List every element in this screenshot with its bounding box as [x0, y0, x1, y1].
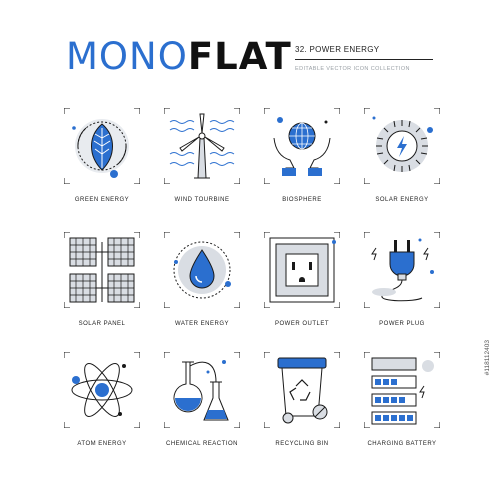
icon-cell-recycling-bin: RECYCLING BIN	[254, 352, 350, 464]
icon-cell-water-energy: WATER ENERGY	[154, 232, 250, 344]
power-outlet-icon	[269, 237, 336, 303]
icon-label: GREEN ENERGY	[74, 197, 130, 203]
icon-cell-atom-energy: ATOM ENERGY	[54, 352, 150, 464]
icon-label: CHEMICAL REACTION	[166, 441, 238, 447]
icon-label: SOLAR PANEL	[78, 321, 126, 327]
collection-title: 32. POWER ENERGY	[295, 45, 380, 54]
flask-icon	[173, 360, 229, 421]
icon-cell-chemical-reaction: CHEMICAL REACTION	[154, 352, 250, 464]
icon-label: CHARGING BATTERY	[367, 441, 437, 447]
logo-mono: MONO	[66, 35, 188, 78]
wind-turbine-icon	[169, 113, 235, 179]
leaf-icon	[72, 119, 129, 178]
atom-icon	[71, 363, 133, 417]
icon-cell-charging-battery: CHARGING BATTERY	[354, 352, 450, 464]
icon-label: WIND TOURBINE	[174, 197, 230, 203]
icon-label: ATOM ENERGY	[77, 441, 127, 447]
icon-cell-green-energy: GREEN ENERGY	[54, 108, 150, 220]
icon-cell-power-outlet: POWER OUTLET	[254, 232, 350, 344]
icon-cell-power-plug: POWER PLUG	[354, 232, 450, 344]
collection-tagline: EDITABLE VECTOR ICON COLLECTION	[295, 66, 410, 72]
power-plug-icon	[371, 238, 434, 302]
water-drop-icon	[173, 241, 231, 299]
solar-panel-icon	[69, 237, 135, 303]
icon-label: RECYCLING BIN	[275, 441, 329, 447]
icon-label: SOLAR ENERGY	[375, 197, 429, 203]
stock-id: #118112403	[484, 340, 491, 376]
icon-cell-solar-energy: SOLAR ENERGY	[354, 108, 450, 220]
sun-lightning-icon	[372, 116, 433, 172]
icon-label: POWER PLUG	[379, 321, 425, 327]
icon-label: BIOSPHERE	[282, 197, 322, 203]
icon-cell-wind-turbine: WIND TOURBINE	[154, 108, 250, 220]
icon-label: POWER OUTLET	[274, 321, 329, 327]
recycling-bin-icon	[277, 357, 328, 424]
title-divider	[295, 59, 433, 60]
header: MONOFLAT 32. POWER ENERGY EDITABLE VECTO…	[0, 0, 500, 100]
logo: MONOFLAT	[66, 38, 292, 75]
icon-grid: GREEN ENERGY WIND TOURBINE	[54, 108, 454, 468]
battery-icon	[371, 357, 434, 425]
icon-cell-solar-panel: SOLAR PANEL	[54, 232, 150, 344]
globe-hands-icon	[273, 117, 331, 176]
icon-label: WATER ENERGY	[174, 321, 229, 327]
logo-flat: FLAT	[187, 35, 292, 78]
icon-cell-biosphere: BIOSPHERE	[254, 108, 350, 220]
